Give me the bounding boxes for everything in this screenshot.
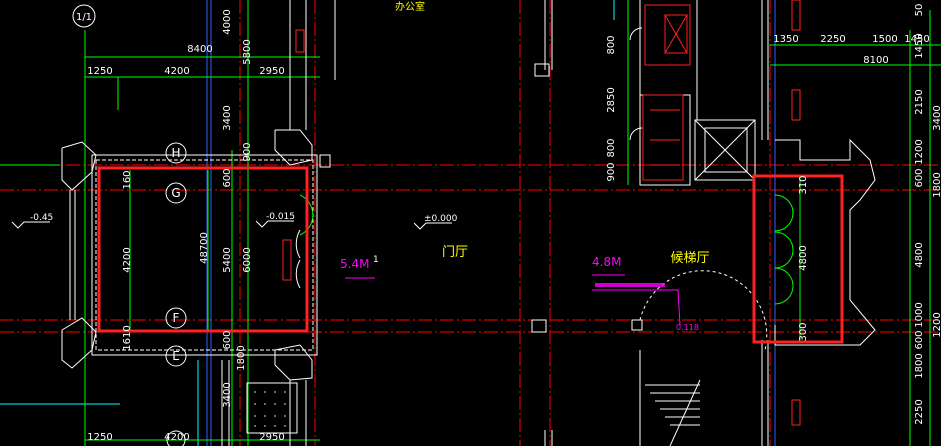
frvdim-600: 600	[914, 168, 925, 187]
vdim-5400: 5400	[222, 247, 233, 272]
frdim-8100: 8100	[863, 55, 888, 66]
far-right-vertical-dims: 50 1450 2150 3400 1200 600 1800 4800 100…	[914, 4, 941, 425]
rvdim-900: 900	[606, 162, 617, 181]
hatched-block	[246, 382, 298, 434]
vdim-900: 900	[242, 142, 253, 161]
frdim-1450: 1450	[904, 34, 929, 45]
frvdim-1200: 1200	[914, 139, 925, 164]
blue-axis	[206, 0, 776, 446]
axis-label-f: F	[173, 311, 180, 325]
magenta-leader	[592, 289, 681, 326]
cyan-lines	[0, 0, 615, 446]
dim-bottom-4200: 4200	[164, 432, 189, 443]
highlight-box-right	[752, 174, 844, 344]
vdim-3400: 3400	[222, 105, 233, 130]
frvdim-4800: 4800	[914, 242, 925, 267]
vdim-48700: 48700	[199, 232, 210, 264]
dim-1250: 1250	[87, 66, 112, 77]
irvdim-300: 300	[798, 322, 809, 341]
note-mark-1: 1	[373, 255, 379, 265]
dim-bottom-1250: 1250	[87, 432, 112, 443]
far-right-horizontal-dims: 1350 2250 1500 1450 8100	[773, 34, 929, 66]
frvdim-1000: 1000	[914, 302, 925, 327]
frvdim-2250: 2250	[914, 399, 925, 424]
green-door-arcs	[299, 194, 794, 305]
frvdim-3400: 3400	[932, 105, 941, 130]
highlight-box-left	[97, 166, 309, 333]
vdim-3400b: 3400	[222, 382, 233, 407]
frvdim-600b: 600	[914, 330, 925, 349]
magenta-note-bar	[595, 283, 665, 287]
frvdim-1800: 1800	[932, 172, 941, 197]
level-symbols	[11, 220, 452, 230]
axis-bubbles	[72, 4, 187, 446]
axis-label-g: G	[171, 186, 180, 200]
level-neg0015: -0.015	[266, 212, 295, 222]
dim-bottom-2950: 2950	[259, 432, 284, 443]
dim-4200: 4200	[164, 66, 189, 77]
frvdim-1450: 1450	[914, 33, 925, 58]
vdim-1610: 1610	[122, 325, 133, 350]
room-label-lobby: 门厅	[442, 245, 468, 260]
rvdim-800: 800	[606, 35, 617, 54]
vdim-1800: 1800	[236, 345, 247, 370]
vdim-5800: 5800	[242, 39, 253, 64]
vertical-dims-a: 4000 5800 3400 900 600 6000 600 1800 340…	[222, 9, 253, 407]
frdim-1350: 1350	[773, 34, 798, 45]
axis-label-1-1: 1/1	[76, 12, 92, 23]
right-vertical-dims: 800 2850 800 900	[606, 35, 617, 181]
frdim-2250: 2250	[820, 34, 845, 45]
walls	[61, 0, 876, 446]
vdim-4000: 4000	[222, 9, 233, 34]
axis-label-e: E	[172, 349, 180, 363]
height-5-4m: 5.4M	[340, 257, 369, 271]
vdim-6000: 6000	[242, 247, 253, 272]
vdim-600b: 600	[222, 330, 233, 349]
frvdim-50: 50	[914, 4, 925, 17]
axis-label-h: H	[171, 146, 180, 160]
room-label-office: 办公室	[395, 0, 425, 13]
dim-2950: 2950	[259, 66, 284, 77]
core-walls	[642, 4, 691, 181]
room-label-elevator-hall: 候梯厅	[670, 251, 709, 266]
vdim-160: 160	[122, 170, 133, 189]
frdim-1500: 1500	[872, 34, 897, 45]
level-zero: ±0.000	[424, 214, 458, 224]
vertical-dims-b: 160 4200 1610	[122, 170, 133, 350]
rvdim-2850: 2850	[606, 87, 617, 112]
door-arcs	[295, 27, 768, 446]
dim-8400: 8400	[187, 44, 212, 55]
red-tags	[282, 0, 801, 426]
height-4-8m: 4.8M	[592, 255, 621, 269]
level-neg045: -0.45	[30, 213, 53, 223]
vdim-600: 600	[222, 168, 233, 187]
irvdim-4800: 4800	[798, 245, 809, 270]
rvdim-800b: 800	[606, 138, 617, 157]
vdim-4200: 4200	[122, 247, 133, 272]
frvdim-2150: 2150	[914, 89, 925, 114]
frvdim-1200b: 1200	[932, 312, 941, 337]
irvdim-310: 310	[798, 175, 809, 194]
frvdim-1800b: 1800	[914, 353, 925, 378]
level-stair: 0.118	[676, 323, 699, 332]
stair	[645, 379, 701, 446]
